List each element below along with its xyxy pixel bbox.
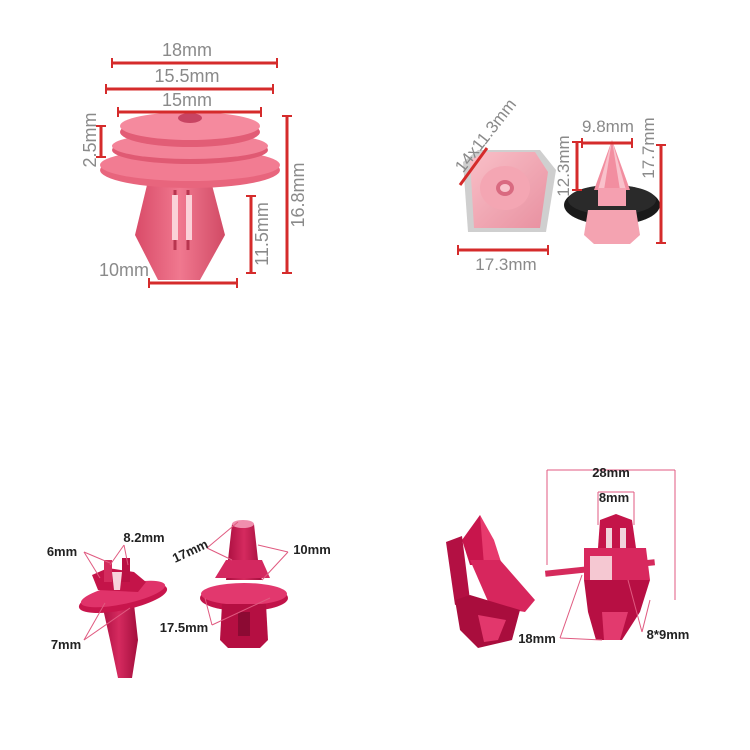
dim-28mm-label: 28mm <box>592 465 630 480</box>
dim-8mm-label: 8mm <box>599 490 629 505</box>
dim-6mm-label: 6mm <box>47 544 77 559</box>
dim-17mm-label: 17mm <box>170 536 210 565</box>
panel-a-dimension-lines <box>99 61 289 285</box>
dim-8-2mm-label: 8.2mm <box>123 530 164 545</box>
panel-b-clip-top-view <box>463 150 556 232</box>
dim-17-3mm-label: 17.3mm <box>475 255 536 274</box>
dim-2-5mm-label: 2.5mm <box>80 112 100 167</box>
dim-17-7mm-label: 17.7mm <box>639 117 658 178</box>
dim-16-8mm-label: 16.8mm <box>288 162 308 227</box>
dim-12-3mm-label: 12.3mm <box>554 135 573 196</box>
dim-17-5mm-label: 17.5mm <box>160 620 208 635</box>
dim-18mm-label: 18mm <box>162 40 212 60</box>
panel-c-leader-lines <box>83 521 289 641</box>
dim-8x9mm-label: 8*9mm <box>647 627 690 642</box>
dim-10mm-label: 10mm <box>99 260 149 280</box>
panel-c-clip-left <box>78 558 168 678</box>
panel-c-clip-right <box>200 520 288 648</box>
dim-15mm-label: 15mm <box>162 90 212 110</box>
panel-d-clip-left <box>446 515 535 648</box>
dim-15-5mm-label: 15.5mm <box>154 66 219 86</box>
panel-a-clip <box>100 112 280 280</box>
dim-9-8mm-label: 9.8mm <box>582 117 634 136</box>
dim-18mm-d-label: 18mm <box>518 631 556 646</box>
dim-7mm-label: 7mm <box>51 637 81 652</box>
panel-d-clip-right <box>544 514 656 640</box>
dim-10mm-c-label: 10mm <box>293 542 331 557</box>
panel-a-dimension-ticks <box>96 58 292 288</box>
panel-b-clip-side-view <box>564 140 660 244</box>
panel-b-dimension-lines <box>458 141 663 252</box>
panel-d-leader-lines <box>546 469 676 641</box>
panel-b-dimension-ticks <box>457 138 666 255</box>
dim-11-5mm-label: 11.5mm <box>252 202 272 266</box>
